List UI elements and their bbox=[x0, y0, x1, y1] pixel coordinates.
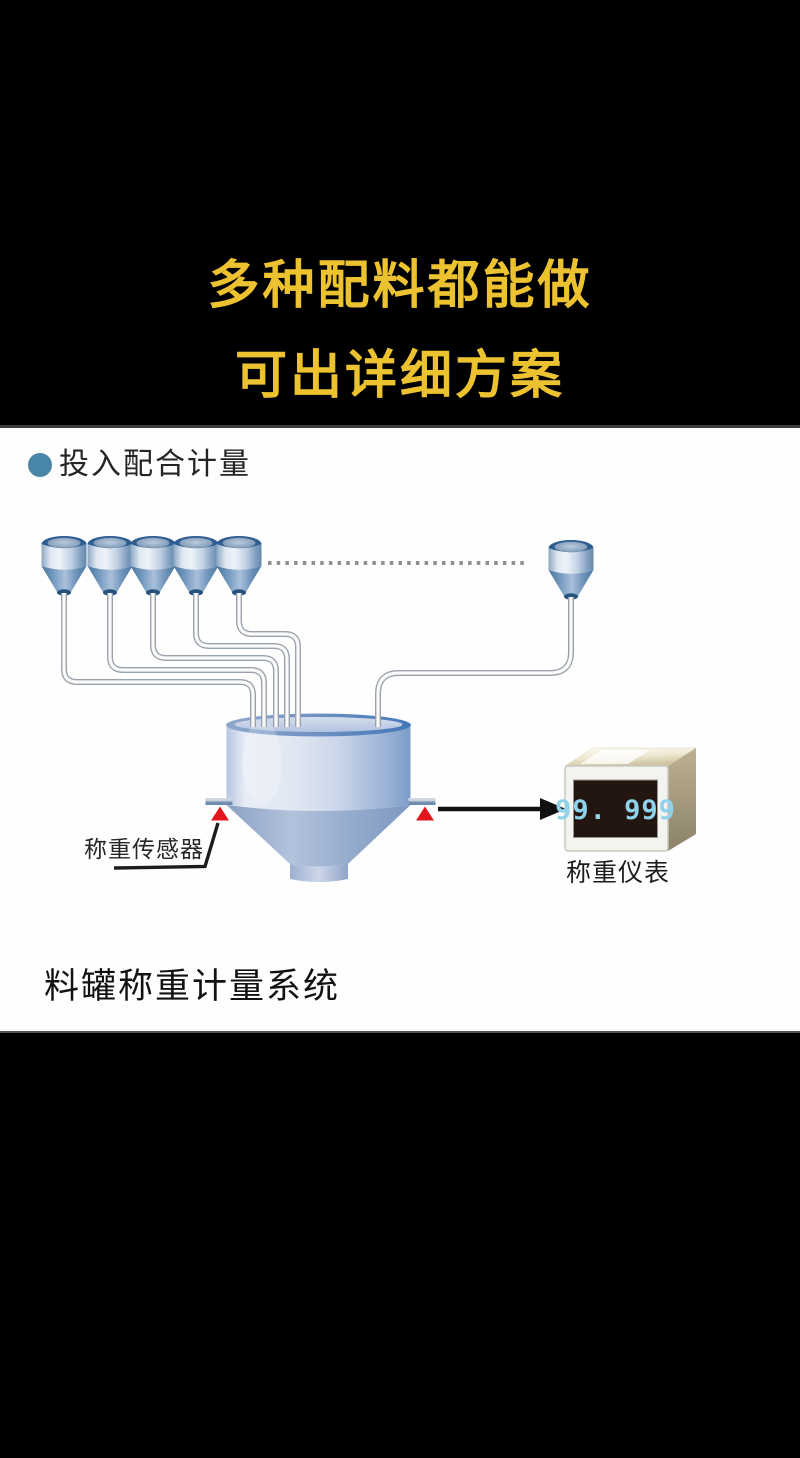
feed-hopper-n bbox=[548, 540, 594, 600]
weighing-indicator: 99. 999 bbox=[555, 747, 697, 852]
feed-hopper-2 bbox=[87, 536, 133, 596]
weighing-system-diagram: 称重传感器 99. 999 称重仪表 bbox=[41, 536, 697, 887]
section-title: 投入配合计量 bbox=[59, 447, 251, 482]
sensor-label: 称重传感器 bbox=[84, 837, 204, 863]
support-bracket-right bbox=[408, 798, 436, 805]
diagram-panel: 称重传感器 99. 999 称重仪表 投入配合计量 料罐称重计量系统 bbox=[0, 425, 800, 1033]
load-cell-left bbox=[211, 806, 229, 821]
section-header: 投入配合计量 bbox=[28, 450, 251, 480]
banner-line-2: 可出详细方案 bbox=[234, 346, 565, 406]
signal-arrow-icon bbox=[438, 798, 566, 820]
indicator-display-value: 99. 999 bbox=[555, 795, 676, 826]
feed-tubes bbox=[61, 593, 574, 727]
feed-hopper-3 bbox=[130, 536, 176, 596]
feed-hopper-5 bbox=[216, 536, 262, 596]
feed-hopper-1 bbox=[41, 536, 87, 596]
bullet-icon bbox=[28, 453, 52, 477]
feed-hopper-4 bbox=[173, 536, 219, 596]
weighing-tank bbox=[226, 713, 411, 882]
banner-line-1: 多种配料都能做 bbox=[207, 256, 593, 316]
sensor-callout-line bbox=[113, 822, 220, 870]
instrument-label: 称重仪表 bbox=[566, 858, 670, 887]
diagram-caption: 料罐称重计量系统 bbox=[44, 967, 341, 1007]
support-bracket-left bbox=[205, 798, 233, 805]
load-cell-right bbox=[416, 806, 434, 821]
indicator-screen bbox=[573, 779, 658, 838]
